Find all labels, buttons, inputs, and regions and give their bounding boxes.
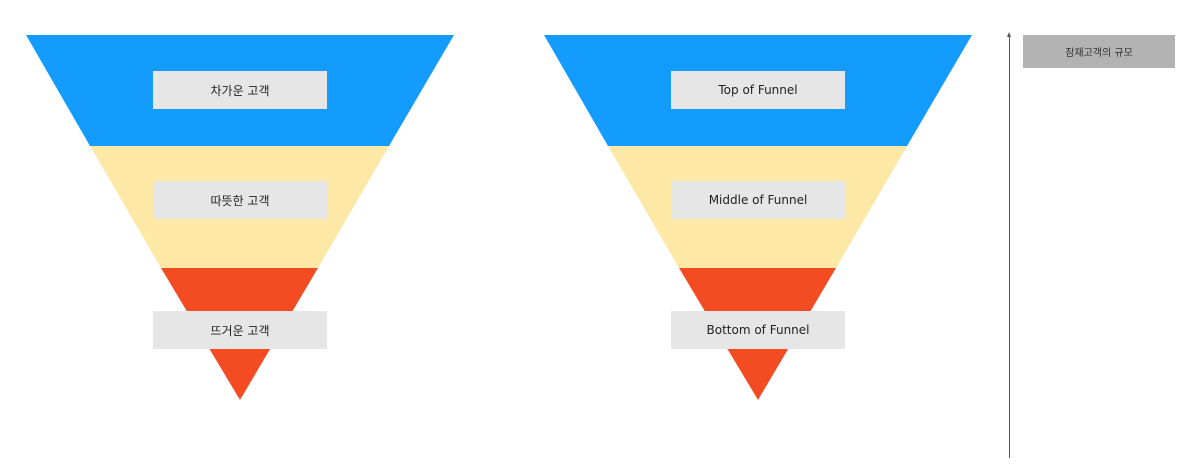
arrow-up-icon [1007, 32, 1011, 37]
bottom-of-funnel-label: Bottom of Funnel [671, 311, 845, 349]
warm-customer-label: 따뜻한 고객 [153, 181, 327, 219]
scale-axis-label: 잠재고객의 규모 [1023, 35, 1175, 68]
hot-customer-label: 뜨거운 고객 [153, 311, 327, 349]
top-of-funnel-label: Top of Funnel [671, 71, 845, 109]
scale-axis-line [1009, 36, 1010, 458]
middle-of-funnel-label: Middle of Funnel [671, 181, 845, 219]
cold-customer-label: 차가운 고객 [153, 71, 327, 109]
